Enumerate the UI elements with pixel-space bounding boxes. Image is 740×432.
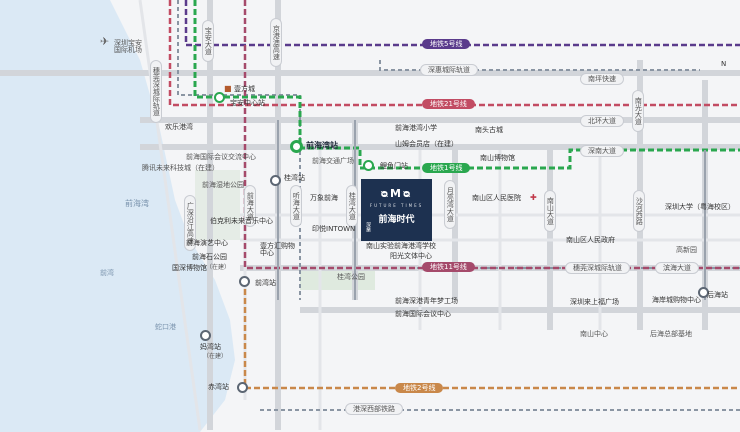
station-qianwan-icon[interactable] [239, 276, 250, 287]
project-en-name: FUTURE TIMES [369, 203, 424, 208]
station-liyumen-label[interactable]: 鲤鱼门站 [380, 162, 408, 170]
poi-wanxiang[interactable]: 万象前海 [310, 194, 338, 202]
line-11-label[interactable]: 地铁11号线 [422, 262, 475, 273]
project-cn-name: 前海时代 [378, 215, 415, 225]
poi-shenye-shangcheng[interactable]: 深圳来上福广场 [570, 298, 619, 306]
station-mawan-sub: （在建） [203, 353, 228, 360]
road-shahe-v[interactable]: 沙河西路 [633, 190, 646, 232]
station-qianhaiwan-label[interactable]: 前海湾站 [306, 141, 338, 150]
poi-nanshan-center[interactable]: 南山中心 [580, 330, 608, 338]
poi-shanhaicheng[interactable]: 山姆会员店（在建） [395, 140, 458, 148]
airport-label[interactable]: 深圳宝安国际机场 [114, 39, 142, 54]
road-nanguang-v[interactable]: 南光大道 [632, 90, 645, 132]
poi-jiyu: 前湾 [100, 269, 114, 277]
sea-water [0, 0, 235, 432]
poi-qianhai-intl[interactable]: 前海国际会议交流中心 [186, 153, 256, 161]
line-2-label[interactable]: 地铁2号线 [395, 383, 444, 394]
poi-haian-mall[interactable]: 海岸城购物中心 [652, 296, 701, 304]
poi-guiwan-park[interactable]: 桂湾公园 [337, 273, 365, 281]
station-houhai-icon[interactable] [698, 287, 709, 298]
road-binhai[interactable]: 滨海大道 [655, 262, 699, 275]
poi-guoyang-sub: （在建） [206, 264, 231, 271]
station-guiwan-label[interactable]: 桂湾站 [284, 174, 305, 182]
station-baoan-center-icon[interactable] [214, 92, 225, 103]
poi-qianhai-stone[interactable]: 前海石公园 [192, 253, 227, 261]
poi-houhai-hq[interactable]: 后海总部基地 [650, 330, 692, 338]
mall-icon: ■ [224, 84, 232, 93]
rail-gangshen-west-label[interactable]: 港深西部铁路 [345, 403, 403, 416]
intercity-rail [177, 0, 740, 411]
poi-tencent[interactable]: 腾讯未来科技城（在建） [142, 164, 219, 172]
road-beihuan[interactable]: 北环大道 [580, 115, 624, 128]
station-liyumen-icon[interactable] [363, 160, 374, 171]
poi-shekou: 蛇口港 [155, 323, 176, 331]
rail-suiliu-label[interactable]: 穗莞深城际轨道 [565, 262, 630, 275]
road-qianhai-v[interactable]: 前海大道 [244, 185, 257, 227]
road-yuehai-v[interactable]: 月亮湾大道 [444, 180, 457, 229]
station-mawan-label[interactable]: 妈湾站 [200, 343, 221, 351]
line-21-label[interactable]: 地铁21号线 [422, 99, 475, 110]
project-marker[interactable]: ᴓMᴓ FUTURE TIMES 前海时代 [361, 179, 432, 241]
station-guiwan-icon[interactable] [270, 175, 281, 186]
line-5-label[interactable]: 地铁5号线 [422, 39, 471, 50]
poi-nanshan-shiyan[interactable]: 南山实验前海港湾学校 [366, 242, 436, 250]
project-vertical-cn: 深業 [365, 222, 371, 232]
station-chiwan-icon[interactable] [237, 382, 248, 393]
poi-huanle[interactable]: 欢乐港湾 [165, 123, 193, 131]
metro-line-5 [184, 0, 740, 47]
road-nanping[interactable]: 南坪快速 [580, 73, 624, 86]
poi-qianhai-expo[interactable]: 前海国际会议中心 [395, 310, 451, 318]
road-nanshan-v[interactable]: 南山大道 [544, 190, 557, 232]
rail-shenhui-label[interactable]: 深惠城际轨道 [420, 64, 478, 77]
poi-sunfang[interactable]: 壹方汇购物中心 [260, 242, 295, 257]
project-logo: ᴓMᴓ [380, 187, 413, 200]
road-jingang-v[interactable]: 京港澳高速 [270, 18, 283, 67]
station-houhai-label[interactable]: 后海站 [707, 291, 728, 299]
poi-nanshan-gov[interactable]: 南山区人民政府 [566, 236, 615, 244]
road-baoan-v[interactable]: 宝安大道 [202, 20, 215, 62]
road-guangshen-v[interactable]: 广深沿江高速 [184, 195, 197, 251]
poi-bolikexi[interactable]: 伯克利未来音乐中心 [210, 217, 273, 225]
poi-qianhai-wetland[interactable]: 前海湿地公园 [202, 181, 244, 189]
poi-qianhai-youth[interactable]: 前海深港青年梦工场 [395, 297, 458, 305]
poi-yangguang[interactable]: 阳光文体中心 [390, 252, 432, 260]
poi-guoyang[interactable]: 国深博物馆 [172, 264, 207, 272]
road-tinghai-v[interactable]: 听海大道 [290, 185, 303, 227]
metro-line-21 [168, 0, 740, 107]
poi-nanshan-hospital[interactable]: 南山区人民医院 [472, 194, 521, 202]
poi-qianhai-traffic[interactable]: 前海交通广场 [312, 157, 354, 165]
poi-gaoxin[interactable]: 高新园 [676, 246, 697, 254]
qianhai-park-area [195, 170, 240, 240]
north-arrow-icon: N [721, 60, 727, 68]
station-qianhaiwan-icon[interactable] [290, 140, 303, 153]
poi-nantou[interactable]: 南头古城 [475, 126, 503, 134]
road-shennan[interactable]: 深南大道 [580, 145, 624, 158]
poi-nanshan-museum[interactable]: 南山博物馆 [480, 154, 515, 162]
station-baoan-center-label[interactable]: 宝安中心站 [230, 99, 265, 107]
airport-icon: ✈ [100, 35, 110, 48]
poi-qianhai-arts[interactable]: 前海演艺中心 [186, 239, 228, 247]
poi-shenzhen-univ[interactable]: 深圳大学（粤海校区） [665, 203, 735, 211]
poi-intown[interactable]: 印悦INTOWN [312, 225, 356, 233]
metro-line-1 [193, 0, 740, 170]
poi-guanfangcheng[interactable]: 壹方城 [234, 85, 255, 93]
poi-qianhai-bay: 前海湾 [125, 199, 149, 208]
station-qianwan-label[interactable]: 前湾站 [255, 279, 276, 287]
rail-suishen-v-label[interactable]: 穗莞深城际轨道 [150, 60, 163, 123]
line-1-label[interactable]: 地铁1号线 [422, 163, 471, 174]
station-chiwan-label[interactable]: 赤湾站 [208, 383, 229, 391]
poi-qianhai-school[interactable]: 前海港湾小学 [395, 124, 437, 132]
road-guijie-v[interactable]: 桂湾大道 [346, 185, 359, 227]
station-mawan-icon[interactable] [200, 330, 211, 341]
hospital-icon: ✚ [530, 193, 537, 202]
